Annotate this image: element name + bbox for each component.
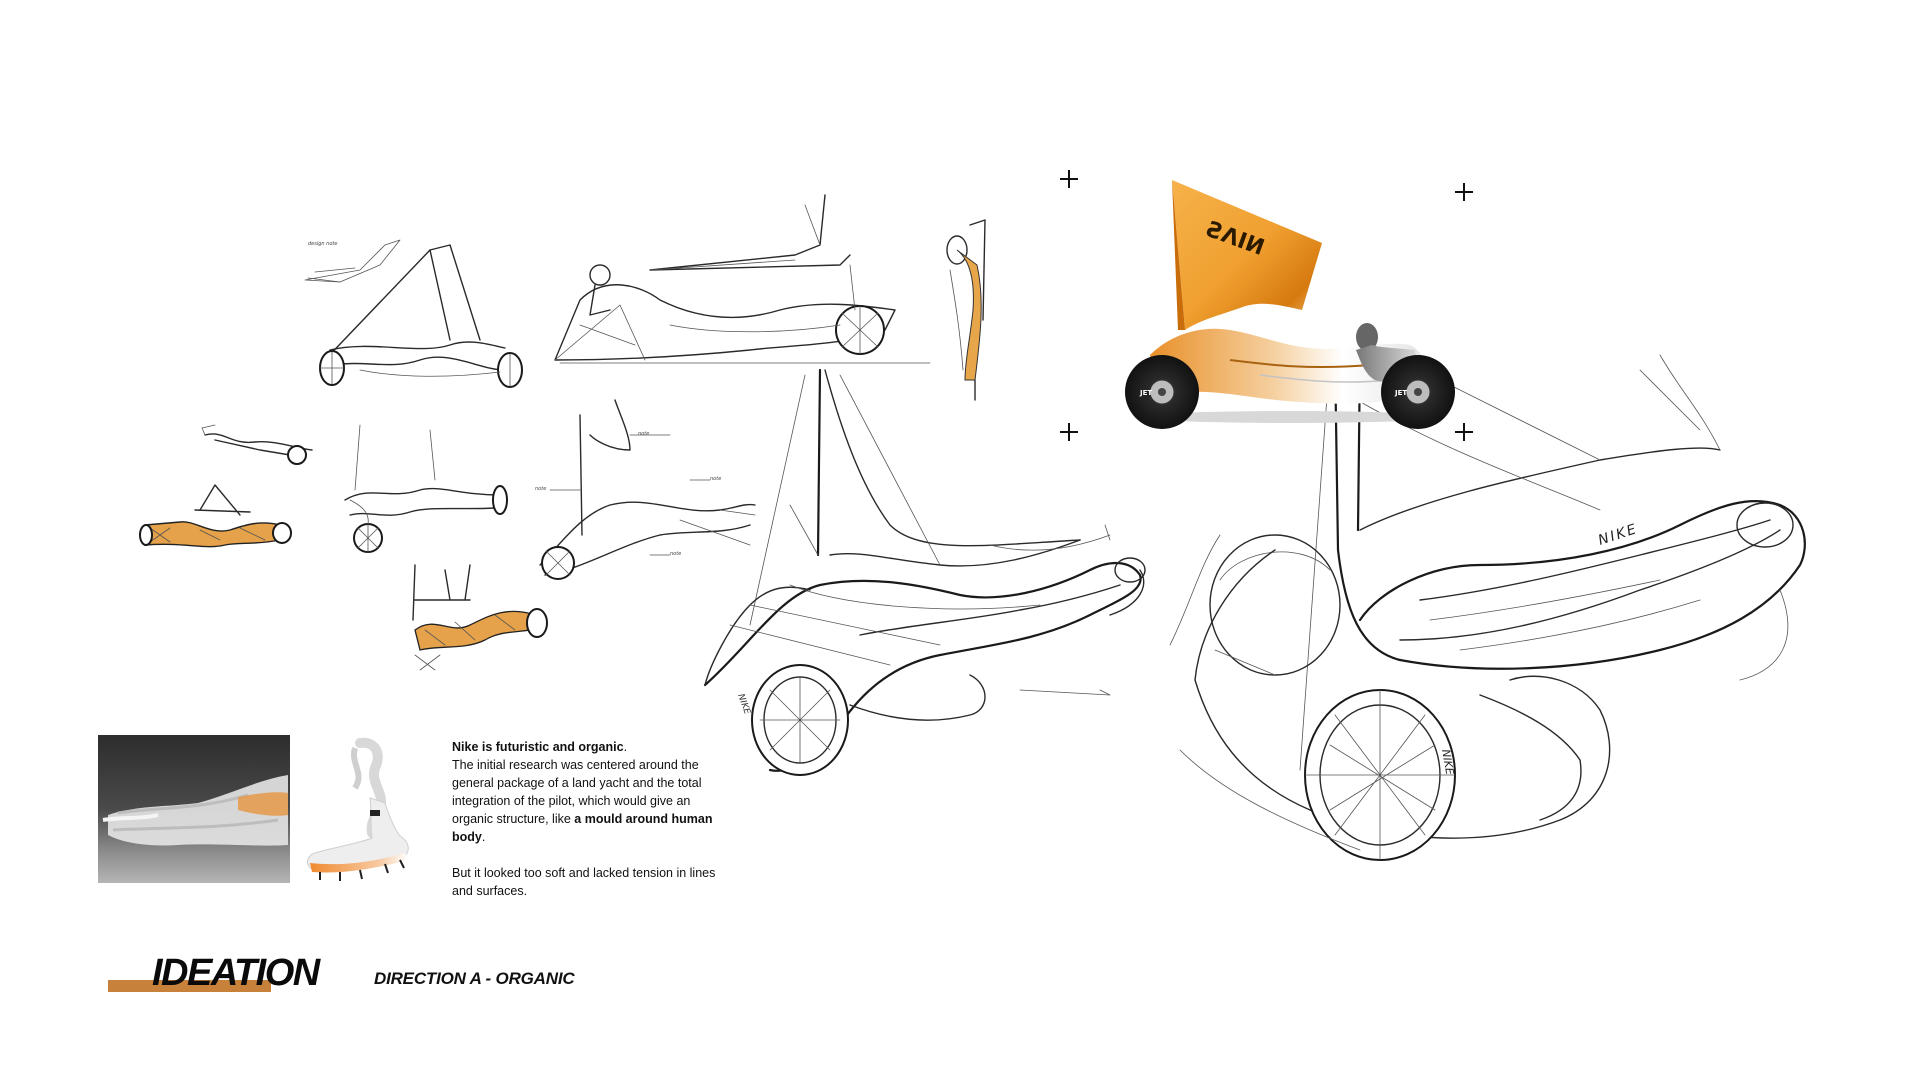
- crosshair-mark-top-right: [1455, 183, 1473, 201]
- description-body-1: The initial research was centered around…: [452, 758, 702, 826]
- svg-text:note: note: [535, 486, 546, 492]
- svg-text:note: note: [710, 476, 721, 482]
- land-yacht-render: ƧΛIИ JET JET: [1125, 180, 1455, 429]
- crosshair-mark-bottom-right: [1455, 423, 1473, 441]
- sketch-perspective-right: NIKE NIKE: [1179, 353, 1806, 861]
- sketch-side-profile-large: [554, 194, 931, 364]
- svg-text:JET: JET: [1139, 389, 1152, 397]
- page-subtitle: DIRECTION A - ORGANIC: [374, 969, 575, 988]
- sketch-perspective-center: NIKE: [703, 368, 1221, 776]
- svg-text:JET: JET: [1394, 389, 1407, 397]
- description-block: Nike is futuristic and organic.The initi…: [452, 738, 732, 918]
- crosshair-mark-top-left: [1060, 170, 1078, 188]
- sketch-vertical-concept: [946, 219, 986, 401]
- sketch-brand-label-center: NIKE: [735, 693, 752, 716]
- sketch-thumbnail-2: [344, 424, 508, 553]
- title-accent-bar: [108, 980, 271, 992]
- sketch-thumbnail-annotated: note note note note: [535, 399, 756, 580]
- sketch-thumbnail-1: design note: [304, 239, 523, 388]
- svg-text:design note: design note: [308, 241, 337, 247]
- svg-text:note: note: [670, 551, 681, 557]
- sketch-thumbnail-small-1: [201, 424, 313, 465]
- reference-photo-sneaker: [307, 737, 409, 881]
- crosshair-mark-bottom-left: [1060, 423, 1078, 441]
- description-body-1-bold: a mould around human body: [452, 812, 713, 844]
- sketch-brand-label-wheel: NIKE: [1439, 748, 1456, 776]
- sketch-thumbnail-orange-2: [412, 564, 548, 671]
- description-paragraph-1: Nike is futuristic and organic.The initi…: [452, 740, 713, 844]
- sketch-thumbnail-orange-1: [139, 484, 292, 548]
- svg-text:note: note: [638, 431, 649, 437]
- description-paragraph-2: But it looked too soft and lacked tensio…: [452, 866, 716, 898]
- page-title: IDEATION: [152, 952, 320, 994]
- reference-photo-organic-form: [98, 735, 290, 883]
- description-lead: Nike is futuristic and organic: [452, 740, 624, 754]
